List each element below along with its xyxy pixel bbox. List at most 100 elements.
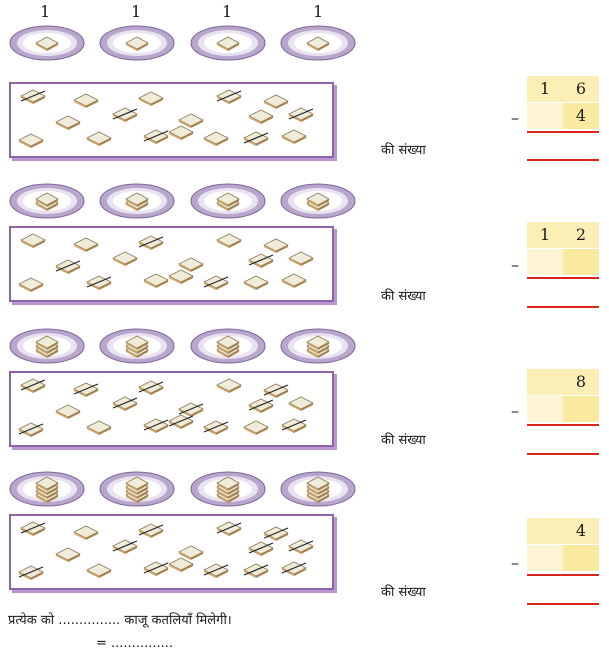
sweet-piece-icon [138,235,164,250]
sweet-piece-icon [288,396,314,411]
plate-icon [98,327,176,365]
answer-line: = ............... [96,636,174,651]
sweet-piece-icon [281,418,307,433]
sweet-piece-icon [73,382,99,397]
sweet-piece-icon [203,275,229,290]
sweet-piece-icon [263,238,289,253]
row2-ones-top: 2 [563,222,599,248]
sweet-piece-icon [20,378,46,393]
question-text: प्रत्येक को ............... काजू कतलियाँ… [8,613,232,628]
row4-result-line [527,603,599,605]
plate-icon [279,182,357,220]
sweet-piece-icon [178,402,204,417]
sweet-piece-icon [168,557,194,572]
sweet-piece-icon [143,418,169,433]
row3-tens-bottom [527,396,563,422]
row4-minus: – [511,553,519,572]
sweet-piece-icon [18,133,44,148]
sweet-piece-icon [243,563,269,578]
row2-minus: – [511,255,519,274]
row4-tens-bottom [527,545,563,571]
sweet-piece-icon [281,561,307,576]
row1-answer-line [527,131,599,133]
sweet-piece-icon [263,94,289,109]
row4-ones-top: 4 [563,518,599,544]
row3-label: की संख्या [381,433,426,448]
sweet-piece-icon [178,257,204,272]
sweet-piece-icon [55,115,81,130]
sweet-piece-icon [20,89,46,104]
row1-label: की संख्या [381,143,426,158]
row1-tens-top: 1 [527,76,563,102]
plate-count-2: 1 [131,2,142,21]
sweet-piece-icon [288,107,314,122]
sweet-piece-icon [203,420,229,435]
plate-icon [8,24,86,62]
plate-icon [98,470,176,508]
sweet-piece-icon [138,523,164,538]
sweet-piece-icon [216,89,242,104]
plate-icon [8,470,86,508]
sweet-piece-icon [243,131,269,146]
sweet-piece-icon [168,269,194,284]
sweet-piece-icon [243,275,269,290]
sweet-piece-icon [18,277,44,292]
row2-ones-bottom [563,249,599,275]
plate-icon [279,470,357,508]
sweet-piece-icon [18,422,44,437]
row2-answer-line [527,277,599,279]
plate-icon [189,24,267,62]
row1-ones-bottom: 4 [563,103,599,129]
plate-icon [98,24,176,62]
sweet-piece-icon [248,398,274,413]
sweet-piece-icon [55,547,81,562]
plate-count-3: 1 [222,2,233,21]
sweet-piece-icon [138,91,164,106]
row2-tens-top: 1 [527,222,563,248]
row1-minus: – [511,108,519,127]
sweet-piece-icon [178,113,204,128]
sweet-piece-icon [168,125,194,140]
sweet-piece-icon [248,541,274,556]
sweet-piece-icon [112,107,138,122]
row3-answer-line [527,424,599,426]
sweets-tray [9,82,334,158]
sweets-tray [9,226,334,302]
sweet-piece-icon [263,383,289,398]
row2-tens-bottom [527,249,563,275]
row1-ones-top: 6 [563,76,599,102]
sweet-piece-icon [178,545,204,560]
row3-tens-top [527,369,563,395]
row2-label: की संख्या [381,289,426,304]
row1-result-line [527,159,599,161]
sweet-piece-icon [86,563,112,578]
sweet-piece-icon [20,521,46,536]
row4-ones-bottom [563,545,599,571]
sweet-piece-icon [20,233,46,248]
plate-count-4: 1 [313,2,324,21]
sweet-piece-icon [55,404,81,419]
sweet-piece-icon [138,380,164,395]
sweet-piece-icon [243,420,269,435]
plate-icon [279,327,357,365]
sweet-piece-icon [86,275,112,290]
row2-result-line [527,306,599,308]
row3-ones-bottom [563,396,599,422]
sweet-piece-icon [73,525,99,540]
plate-icon [189,182,267,220]
sweet-piece-icon [288,539,314,554]
plate-icon [189,470,267,508]
sweet-piece-icon [143,129,169,144]
sweet-piece-icon [216,233,242,248]
sweet-piece-icon [248,109,274,124]
sweet-piece-icon [203,563,229,578]
plate-icon [189,327,267,365]
sweet-piece-icon [73,237,99,252]
sweet-piece-icon [86,420,112,435]
sweet-piece-icon [55,259,81,274]
plate-icon [8,182,86,220]
sweets-tray [9,371,334,447]
sweet-piece-icon [73,93,99,108]
sweets-tray [9,514,334,590]
row4-answer-line [527,574,599,576]
